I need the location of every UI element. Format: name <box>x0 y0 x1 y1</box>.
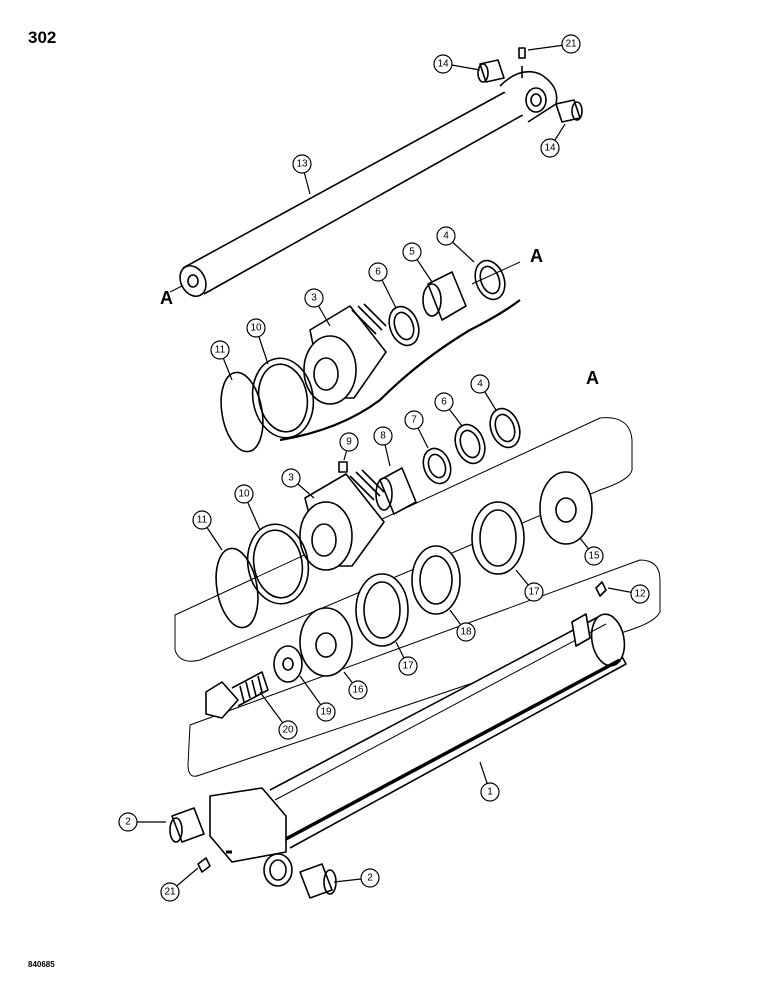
callout-c21-bottom: 21 <box>160 867 199 902</box>
callout-number: 1 <box>487 787 493 798</box>
callout-number: 10 <box>238 489 250 500</box>
callout-c6-lower: 6 <box>434 392 463 427</box>
gland-parts <box>273 471 593 683</box>
callout-number: 7 <box>411 415 417 426</box>
callout-number: 17 <box>402 661 414 672</box>
callout-number: 2 <box>125 817 131 828</box>
callout-number: 5 <box>409 247 415 258</box>
callout-c14-left: 14 <box>433 54 481 74</box>
cylinder-barrel <box>209 613 627 887</box>
piston-rod <box>179 47 558 298</box>
callout-c2-left: 2 <box>118 812 166 832</box>
phantom-outline-2 <box>187 559 661 777</box>
section-marker-a-left: A <box>160 288 173 308</box>
callout-number: 20 <box>282 725 294 736</box>
callout-number: 18 <box>460 627 472 638</box>
upper-rings <box>388 259 506 347</box>
lower-seals <box>215 523 310 629</box>
callout-number: 12 <box>634 589 646 600</box>
rod-bushing <box>477 59 505 83</box>
callout-c11-upper: 11 <box>210 340 233 381</box>
bolt <box>205 671 269 719</box>
callout-c15: 15 <box>579 537 604 566</box>
callout-number: 6 <box>375 267 381 278</box>
barrel-bushing <box>169 807 205 843</box>
callout-c16: 16 <box>343 671 368 700</box>
lower-piston <box>299 461 385 571</box>
callout-c1: 1 <box>479 761 500 802</box>
callout-c4-upper: 4 <box>436 226 475 263</box>
callout-c4-lower: 4 <box>470 374 497 411</box>
rod-bushing <box>555 99 583 123</box>
callout-number: 11 <box>215 345 226 356</box>
callout-number: 16 <box>352 685 364 696</box>
callout-c10-upper: 10 <box>246 318 269 365</box>
callout-number: 13 <box>296 159 308 170</box>
callout-c8: 8 <box>373 426 393 467</box>
callout-number: 21 <box>565 39 577 50</box>
phantom-outline <box>174 417 633 662</box>
callout-c3-upper: 3 <box>304 288 331 327</box>
break-line <box>279 299 521 442</box>
callout-c17-right: 17 <box>515 569 544 602</box>
callout-number: 6 <box>441 397 447 408</box>
callout-c21-top: 21 <box>527 34 581 54</box>
callout-number: 9 <box>346 437 352 448</box>
callout-c20: 20 <box>259 691 298 740</box>
section-marker-a-top: A <box>530 246 543 266</box>
upper-piston <box>303 303 387 405</box>
lower-rings <box>375 407 521 515</box>
page-number: 302 <box>28 28 57 47</box>
callout-c14-right: 14 <box>540 123 566 158</box>
callout-c11-lower: 11 <box>192 510 223 551</box>
callout-c5: 5 <box>402 242 433 283</box>
callout-c17-left: 17 <box>395 641 418 676</box>
callout-c12: 12 <box>607 584 650 604</box>
callout-c18: 18 <box>449 609 476 642</box>
callout-number: 4 <box>443 231 449 242</box>
callout-c10-lower: 10 <box>234 484 261 531</box>
callout-c19: 19 <box>299 675 336 722</box>
callout-number: 14 <box>437 59 449 70</box>
callout-number: 21 <box>164 887 176 898</box>
callout-c7: 7 <box>404 410 429 449</box>
callout-c9: 9 <box>339 432 359 461</box>
callout-number: 17 <box>528 587 540 598</box>
callout-c6-upper: 6 <box>368 262 397 309</box>
callout-number: 19 <box>320 707 332 718</box>
callout-number: 4 <box>477 379 483 390</box>
callout-number: 3 <box>311 293 317 304</box>
callout-number: 14 <box>544 143 556 154</box>
callout-number: 2 <box>367 873 373 884</box>
callout-c2-right: 2 <box>333 868 380 888</box>
callout-number: 10 <box>250 323 262 334</box>
callout-number: 3 <box>288 473 294 484</box>
callout-c13: 13 <box>292 154 312 195</box>
callout-number: 11 <box>197 515 208 526</box>
callout-c3-lower: 3 <box>281 468 315 499</box>
callout-number: 15 <box>588 551 600 562</box>
callout-number: 8 <box>380 431 386 442</box>
section-marker-a-mid: A <box>586 368 599 388</box>
barrel-bushing <box>299 863 337 899</box>
figure-code: 840685 <box>28 960 55 969</box>
